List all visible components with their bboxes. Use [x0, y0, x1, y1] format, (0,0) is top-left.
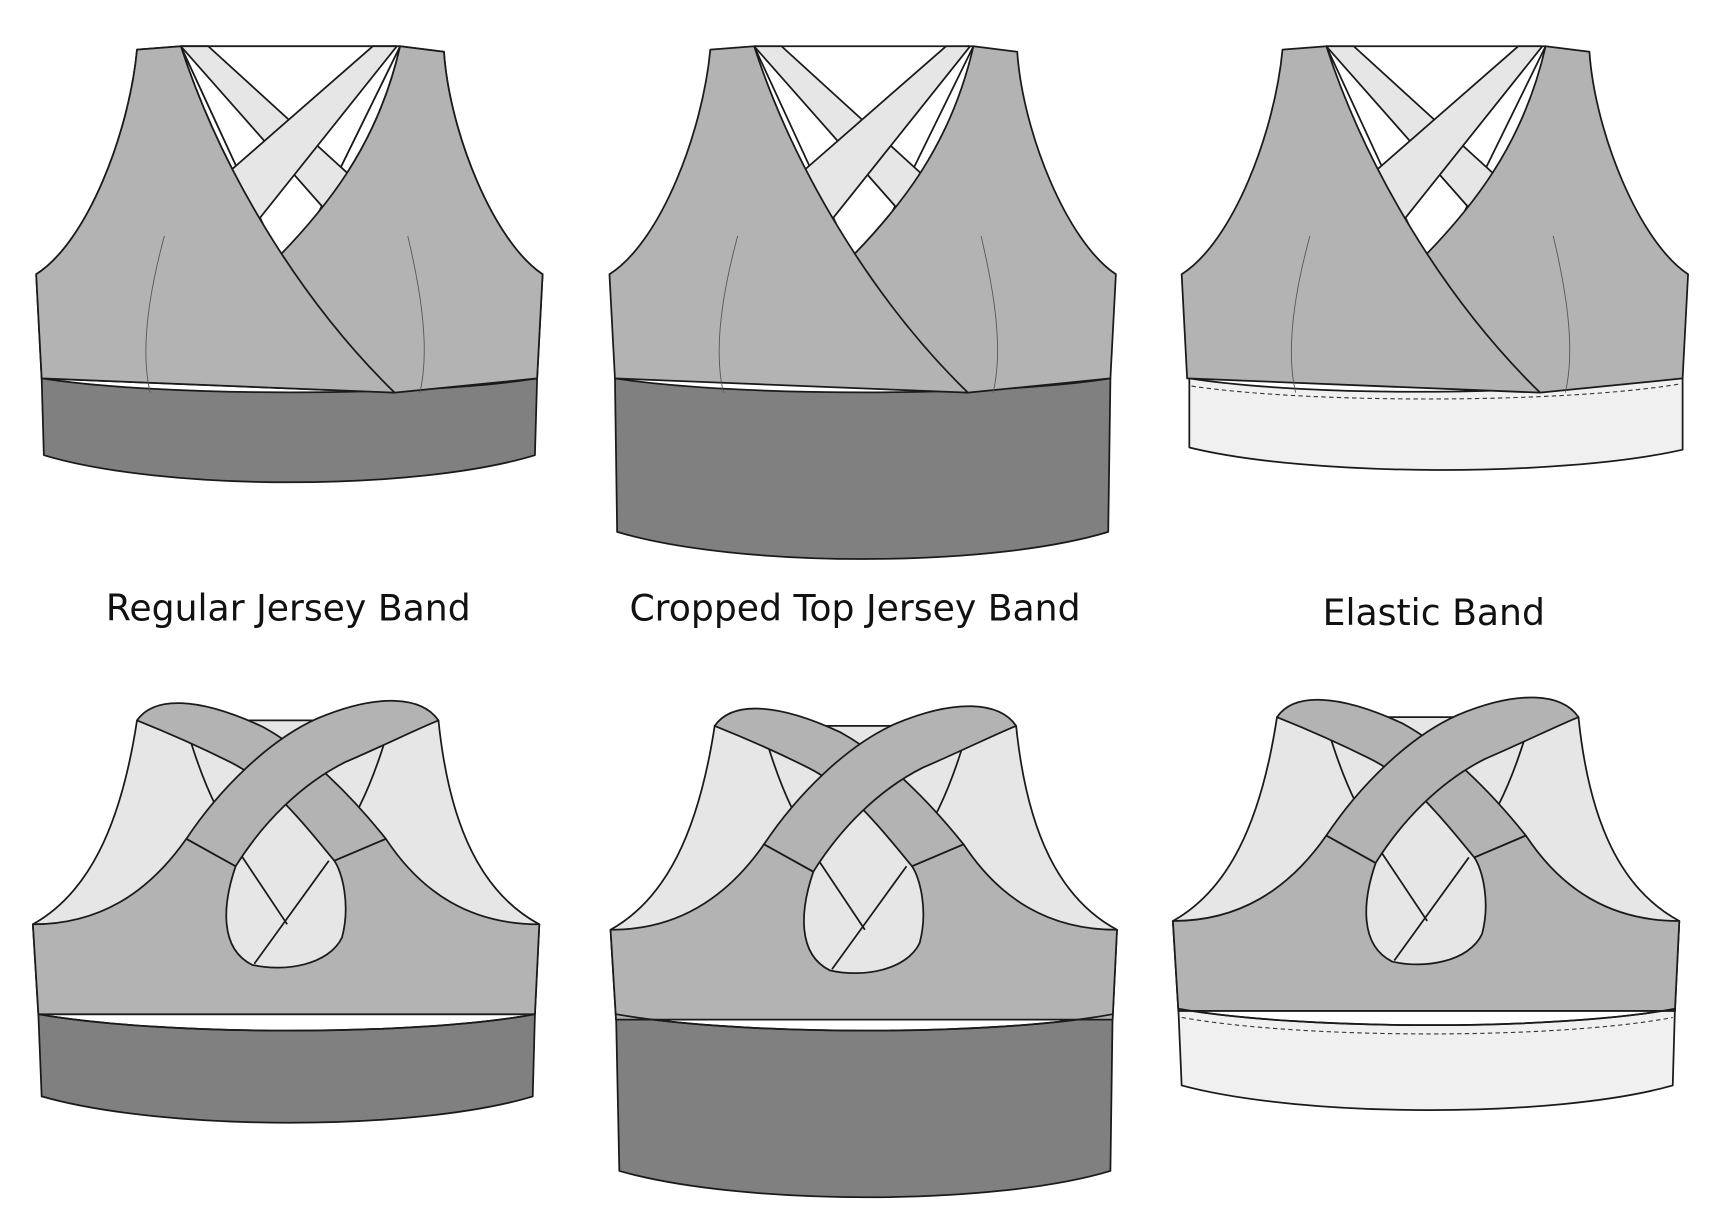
jersey-band [40, 377, 538, 484]
front-elastic-band [1180, 45, 1689, 471]
front-cropped-jersey-band [608, 45, 1117, 560]
elastic-band [1188, 372, 1684, 471]
back-elastic-band [1172, 696, 1681, 1111]
jersey-band [614, 377, 1112, 560]
label-elastic-band: Elastic Band [1323, 591, 1545, 634]
back-cropped-jersey-band [609, 705, 1118, 1199]
back-regular-jersey-band [32, 699, 541, 1124]
label-cropped-top-jersey-band: Cropped Top Jersey Band [629, 587, 1080, 630]
elastic-band [1177, 1007, 1676, 1111]
front-regular-jersey-band [35, 45, 544, 484]
jersey-band [615, 1013, 1114, 1199]
label-regular-jersey-band: Regular Jersey Band [106, 587, 471, 630]
